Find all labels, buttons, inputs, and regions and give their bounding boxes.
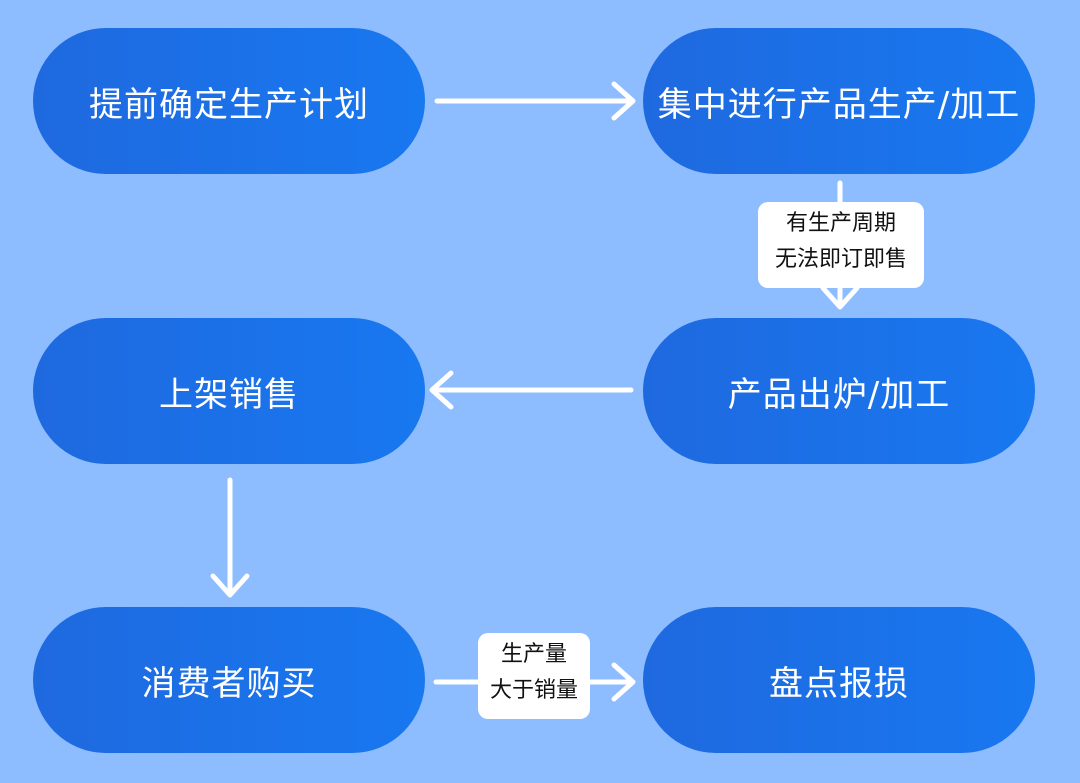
node-centralized-production: 集中进行产品生产/加工 [643,28,1035,174]
node-shelf-sales: 上架销售 [33,318,425,464]
edge-label-production-cycle: 有生产周期 无法即订即售 [758,202,924,288]
edge-label-line: 有生产周期 [785,211,896,236]
node-product-output: 产品出炉/加工 [643,318,1035,464]
node-consumer-purchase: 消费者购买 [33,607,425,753]
arrow-plan-to-production [434,81,636,121]
edge-label-line: 大于销量 [489,678,578,703]
node-inventory-loss: 盘点报损 [643,607,1035,753]
edge-label-line: 生产量 [500,642,567,667]
node-production-plan: 提前确定生产计划 [33,28,425,174]
arrow-output-to-shelf [429,370,634,410]
edge-label-over-production: 生产量 大于销量 [478,633,590,719]
arrow-shelf-to-purchase [210,477,250,598]
edge-label-line: 无法即订即售 [774,247,907,272]
